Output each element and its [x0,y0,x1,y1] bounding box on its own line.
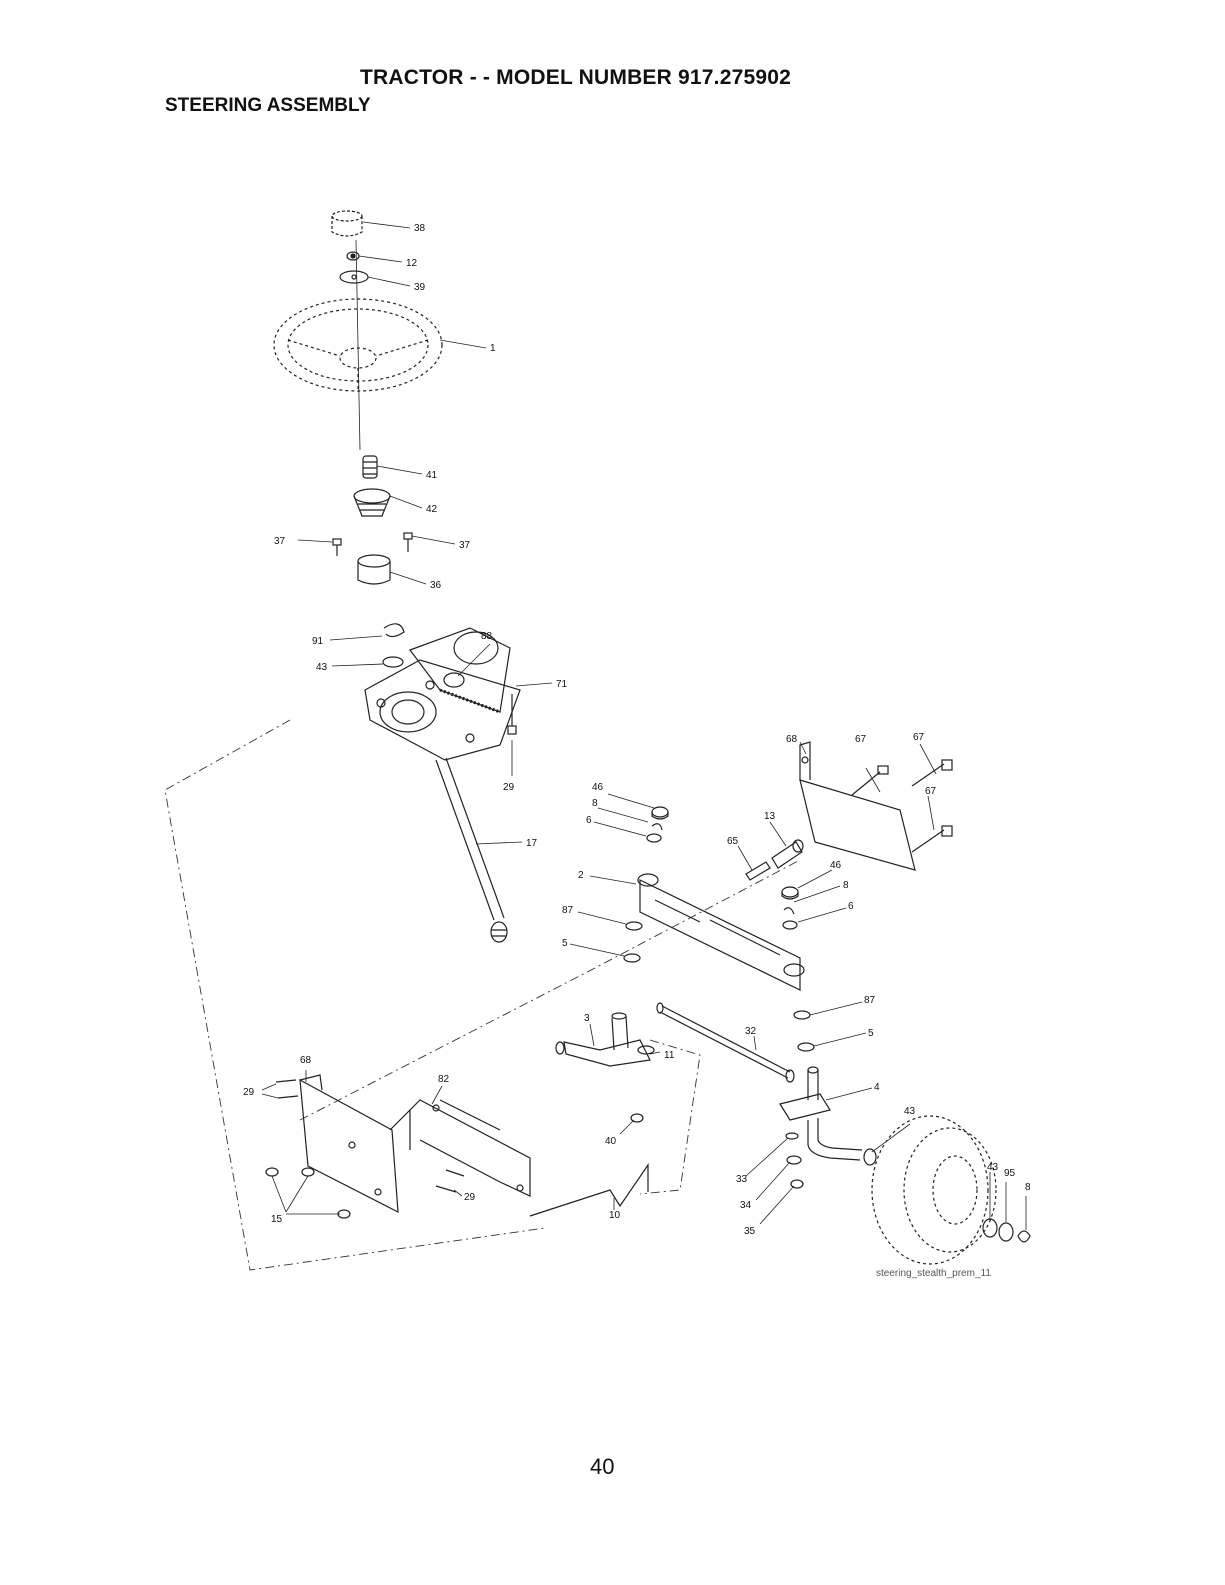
boot-part [354,489,390,516]
adapter-part [363,456,377,478]
nut-part [347,252,359,260]
bolt-67-a-part [852,766,888,795]
steering-shaft-part [436,758,507,942]
callout-43-upper: 43 [316,662,328,673]
bushing-part [358,555,390,584]
steering-gear-housing-part [365,628,520,760]
bolt-67-c-part [912,826,952,852]
callout-39: 39 [414,282,426,293]
callout-87-right: 87 [864,995,876,1006]
callout-41: 41 [426,470,438,481]
callout-91: 91 [312,636,324,647]
pivot-pin-part [746,862,770,880]
diagram-code: steering_stealth_prem_11 [876,1268,991,1279]
callout-11: 11 [664,1050,675,1061]
hardware-15-part [266,1080,464,1218]
bolt-upper-part [508,694,516,734]
callout-32: 32 [745,1026,757,1037]
front-axle-part [638,874,804,990]
screw-left-part [333,539,341,556]
callout-3: 3 [584,1013,590,1024]
spindle-hardware-part [786,1133,803,1188]
callout-4: 4 [874,1082,880,1093]
callout-67-b: 67 [913,732,925,743]
spacer-part [772,840,803,868]
callout-67-a: 67 [855,734,867,745]
drag-link-part [657,1003,794,1082]
callout-2: 2 [578,870,584,881]
callout-68-right: 68 [786,734,798,745]
callout-42: 42 [426,504,438,515]
callout-15: 15 [271,1214,283,1225]
callout-labels: 38 12 39 1 41 42 37 37 36 91 88 43 71 29… [243,223,1031,1237]
callout-6-left: 6 [586,815,592,826]
hardware-stack-right-part [782,887,814,1051]
frame-bracket-left-part [300,1075,398,1212]
callout-43-wheel: 43 [987,1162,999,1173]
bolt-67-b-part [912,760,952,786]
page-number: 40 [590,1454,614,1480]
callout-40: 40 [605,1136,617,1147]
washer-part [340,271,368,283]
callout-87-left: 87 [562,905,574,916]
callout-29-upper: 29 [503,782,515,793]
callout-5-left: 5 [562,938,568,949]
clip-part [384,624,404,637]
spindle-part [780,1067,876,1165]
callout-35: 35 [744,1226,756,1237]
callout-12: 12 [406,258,418,269]
callout-65: 65 [727,836,739,847]
callout-1: 1 [490,343,496,354]
callout-34: 34 [740,1200,752,1211]
callout-36: 36 [430,580,442,591]
callout-37-left: 37 [274,536,286,547]
assembly-boundary-line [165,720,800,1270]
callout-8-right: 8 [843,880,849,891]
axle-bracket-right-part [800,742,915,870]
callout-38: 38 [414,223,426,234]
frame-bracket-center-part [390,1100,530,1196]
hardware-stack-left-part [624,807,668,962]
callout-37-right: 37 [459,540,471,551]
callout-29-left: 29 [243,1087,255,1098]
callout-67-c: 67 [925,786,937,797]
callout-46-left: 46 [592,782,604,793]
callout-43-lower: 43 [904,1106,916,1117]
wheel-hardware-part [983,1219,1030,1242]
assembly-boundary-line-2 [640,1040,700,1194]
steering-cap-part [332,211,362,236]
callout-29-lower: 29 [464,1192,476,1203]
callout-13: 13 [764,811,776,822]
screw-right-part [404,533,412,552]
leader-lines [262,222,1026,1230]
callout-95: 95 [1004,1168,1016,1179]
callout-68-left: 68 [300,1055,312,1066]
callout-10: 10 [609,1210,621,1221]
callout-8-left: 8 [592,798,598,809]
washer-gear-part [383,657,403,667]
callout-71: 71 [556,679,568,690]
callout-5-right: 5 [868,1028,874,1039]
callout-88: 88 [481,631,493,642]
callout-17: 17 [526,838,538,849]
callout-82: 82 [438,1074,450,1085]
callout-46-right: 46 [830,860,842,871]
callout-8-wheel: 8 [1025,1182,1031,1193]
rod-part [530,1165,648,1216]
steering-arm-part [556,1013,654,1122]
callout-6-right: 6 [848,901,854,912]
callout-33: 33 [736,1174,748,1185]
